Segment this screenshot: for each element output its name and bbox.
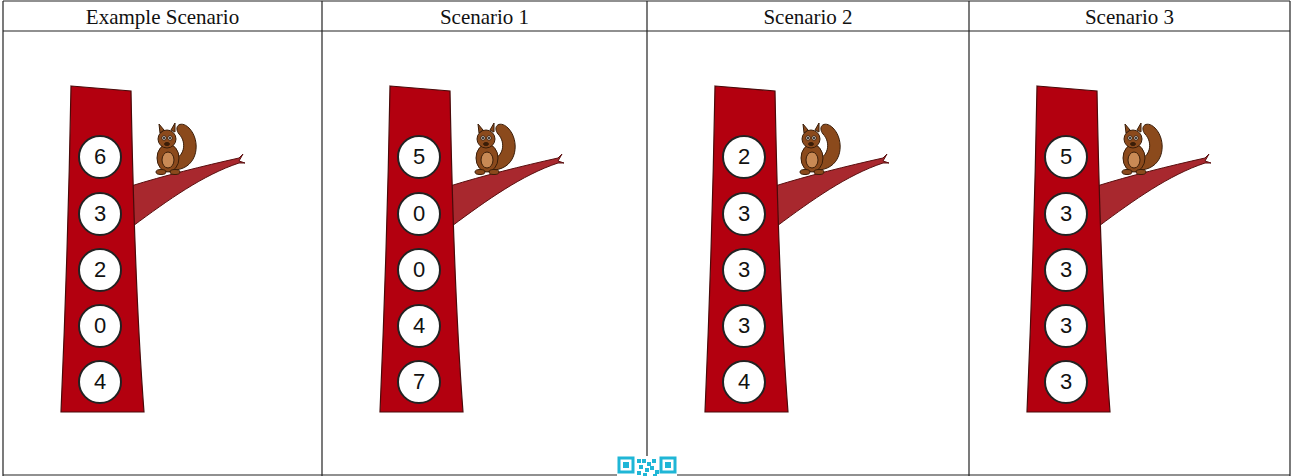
- tree-illustration: [1027, 86, 1211, 412]
- number-circle: 3: [722, 304, 766, 348]
- squirrel-figure: [475, 123, 515, 175]
- table-line: [646, 1, 647, 476]
- number-circle: 7: [397, 360, 441, 404]
- column-header: Example Scenario: [86, 7, 239, 28]
- column-header: Scenario 3: [1085, 7, 1174, 28]
- number-label: 4: [413, 315, 425, 337]
- number-circle: 3: [1044, 304, 1088, 348]
- number-circle: 5: [1044, 135, 1088, 179]
- number-label: 5: [413, 146, 425, 168]
- table-line: [1289, 1, 1290, 476]
- tree-trunk: [380, 86, 463, 412]
- number-circle: 0: [397, 192, 441, 236]
- number-label: 3: [1060, 203, 1072, 225]
- number-circle: 3: [1044, 360, 1088, 404]
- number-label: 0: [413, 259, 425, 281]
- number-label: 3: [738, 259, 750, 281]
- column-header: Scenario 2: [763, 7, 852, 28]
- number-circle: 5: [397, 135, 441, 179]
- tree-illustration: [705, 86, 889, 412]
- number-label: 4: [738, 371, 750, 393]
- number-label: 6: [94, 146, 106, 168]
- tree-illustration: [61, 86, 245, 412]
- tree-trunk: [61, 86, 144, 412]
- number-label: 5: [1060, 146, 1072, 168]
- number-circle: 3: [78, 192, 122, 236]
- number-label: 2: [94, 259, 106, 281]
- number-circle: 4: [78, 360, 122, 404]
- tree-trunk: [1027, 86, 1110, 412]
- squirrel-figure: [156, 123, 196, 175]
- number-label: 3: [1060, 371, 1072, 393]
- number-circle: 3: [1044, 248, 1088, 292]
- number-circle: 3: [722, 192, 766, 236]
- table-line: [968, 1, 969, 476]
- number-label: 3: [1060, 259, 1072, 281]
- number-circle: 4: [722, 360, 766, 404]
- table-grid: [3, 1, 1290, 476]
- number-circle: 4: [397, 304, 441, 348]
- number-circle: 2: [78, 248, 122, 292]
- number-label: 0: [94, 315, 106, 337]
- column-header: Scenario 1: [440, 7, 529, 28]
- number-label: 3: [1060, 315, 1072, 337]
- number-circle: 0: [78, 304, 122, 348]
- number-label: 3: [738, 203, 750, 225]
- qr-code: [617, 456, 677, 476]
- number-circle: 6: [78, 135, 122, 179]
- number-label: 3: [94, 203, 106, 225]
- number-label: 7: [413, 371, 425, 393]
- tree-trunk: [705, 86, 788, 412]
- table-line: [2, 1, 3, 476]
- squirrel-figure: [800, 123, 840, 175]
- number-circle: 2: [722, 135, 766, 179]
- number-label: 3: [738, 315, 750, 337]
- number-circle: 0: [397, 248, 441, 292]
- table-line: [321, 1, 322, 476]
- number-circle: 3: [1044, 192, 1088, 236]
- number-circle: 3: [722, 248, 766, 292]
- tree-illustration: [380, 86, 564, 412]
- number-label: 4: [94, 371, 106, 393]
- squirrel-figure: [1122, 123, 1162, 175]
- number-label: 0: [413, 203, 425, 225]
- number-label: 2: [738, 146, 750, 168]
